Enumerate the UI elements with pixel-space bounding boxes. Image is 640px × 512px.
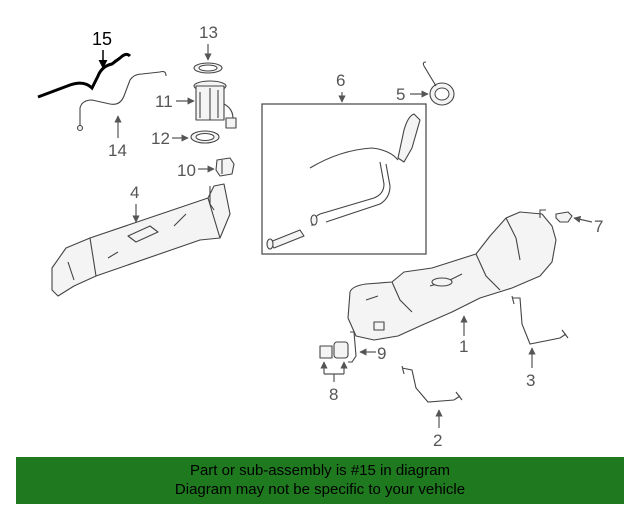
vapor-line-part-15[interactable] bbox=[37, 52, 132, 99]
callout-12: 12 bbox=[151, 129, 189, 148]
callout-13: 13 bbox=[199, 23, 218, 61]
callout-3: 3 bbox=[526, 347, 536, 390]
fuel-tank-part-1[interactable] bbox=[347, 209, 557, 341]
callout-label-15: 15 bbox=[92, 29, 112, 49]
callout-label-10: 10 bbox=[177, 161, 196, 180]
fuel-line-part-14[interactable] bbox=[76, 70, 167, 132]
banner-line-2: Diagram may not be specific to your vehi… bbox=[174, 481, 466, 498]
callout-label-8: 8 bbox=[329, 385, 338, 404]
callout-label-2: 2 bbox=[433, 431, 442, 450]
callout-7: 7 bbox=[573, 215, 603, 236]
callout-5: 5 bbox=[396, 85, 429, 104]
callout-label-11: 11 bbox=[155, 92, 173, 111]
callout-label-13: 13 bbox=[199, 23, 218, 42]
callout-11: 11 bbox=[155, 92, 195, 111]
callout-2: 2 bbox=[433, 409, 443, 450]
callout-14: 14 bbox=[108, 115, 127, 160]
tank-strap-part-3[interactable] bbox=[511, 295, 569, 345]
callout-4: 4 bbox=[130, 183, 140, 223]
fitting-part-8[interactable] bbox=[319, 341, 349, 359]
callout-label-12: 12 bbox=[151, 129, 170, 148]
sensor-part-10[interactable] bbox=[215, 157, 235, 177]
fuel-cap-part-5[interactable] bbox=[422, 61, 455, 106]
callout-label-7: 7 bbox=[594, 217, 603, 236]
callout-15: 15 bbox=[92, 29, 112, 69]
filler-pipe-box-part-6[interactable] bbox=[261, 103, 427, 255]
callout-10: 10 bbox=[177, 161, 215, 180]
callout-label-6: 6 bbox=[336, 71, 345, 90]
callout-9: 9 bbox=[359, 344, 386, 363]
callout-label-1: 1 bbox=[459, 337, 468, 356]
lock-ring-part-12[interactable] bbox=[190, 130, 220, 144]
seal-ring-part-13[interactable] bbox=[193, 62, 223, 74]
callout-8: 8 bbox=[320, 361, 348, 404]
banner-line-1: Part or sub-assembly is #15 in diagram bbox=[189, 462, 451, 479]
callout-label-14: 14 bbox=[108, 141, 127, 160]
callout-label-5: 5 bbox=[396, 85, 405, 104]
tank-strap-part-2[interactable] bbox=[401, 365, 463, 403]
callout-1: 1 bbox=[459, 315, 468, 356]
heat-shield-part-4[interactable] bbox=[51, 183, 231, 297]
callout-label-4: 4 bbox=[130, 183, 139, 202]
callout-label-9: 9 bbox=[377, 344, 386, 363]
clip-part-7[interactable] bbox=[555, 211, 573, 223]
bracket-part-9[interactable] bbox=[348, 331, 357, 363]
callout-label-3: 3 bbox=[526, 371, 535, 390]
info-banner: Part or sub-assembly is #15 in diagram D… bbox=[16, 457, 624, 504]
fuel-pump-module-part-11[interactable] bbox=[193, 80, 237, 129]
callout-6: 6 bbox=[336, 71, 346, 103]
